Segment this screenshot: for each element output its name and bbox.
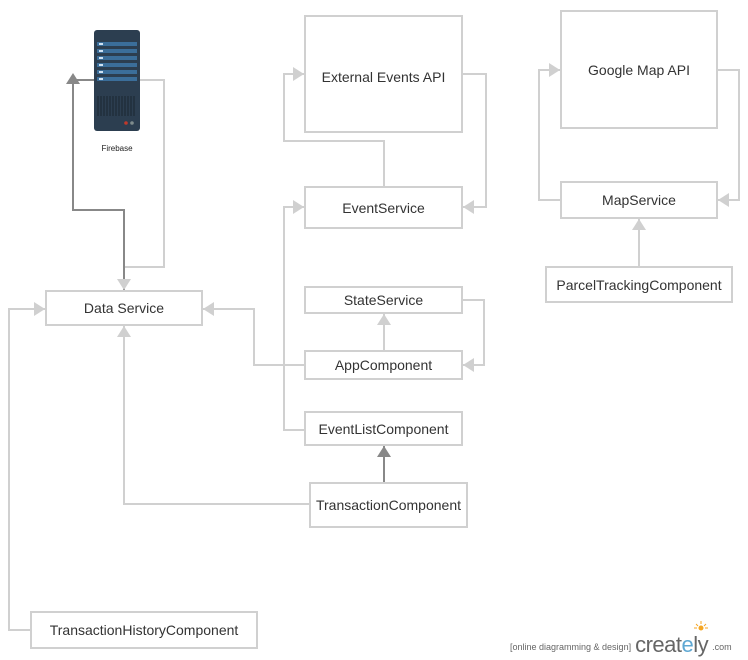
arrow-into-dataservice-right <box>203 302 214 316</box>
connector-stateservice-to-appcomponent <box>463 299 485 366</box>
node-google-map-api[interactable]: Google Map API <box>560 10 718 129</box>
connector-appcomponent-to-dataservice <box>203 308 304 366</box>
node-map-service[interactable]: MapService <box>560 181 718 219</box>
connector-external-api-to-eventservice <box>463 73 487 208</box>
node-app-component[interactable]: AppComponent <box>304 350 463 380</box>
brand-logo-link[interactable]: creately <box>635 632 709 658</box>
node-transaction-component[interactable]: TransactionComponent <box>309 482 468 528</box>
connectors <box>8 69 740 631</box>
arrow-into-eventservice-right <box>463 200 474 214</box>
arrowheads <box>34 63 729 372</box>
brand-domain: .com <box>712 642 732 652</box>
brand-tagline: [online diagramming & design] <box>510 642 632 652</box>
connector-eventservice-to-external-api <box>283 73 385 186</box>
connector-transaction-to-dataservice <box>123 326 309 505</box>
arrow-into-external-api <box>293 67 304 81</box>
node-external-events-api[interactable]: External Events API <box>304 15 463 133</box>
node-event-list-component[interactable]: EventListComponent <box>304 411 463 446</box>
arrow-into-dataservice-left <box>34 302 45 316</box>
connector-eventlist-to-eventservice <box>283 206 304 431</box>
database-server-icon <box>94 30 140 131</box>
arrow-into-appcomponent <box>463 358 474 372</box>
node-data-service[interactable]: Data Service <box>45 290 203 326</box>
brand-highlight: e <box>681 632 694 657</box>
arrow-into-mapservice-right <box>718 193 729 207</box>
connector-mapservice-to-googlemap <box>538 69 560 201</box>
connector-history-to-dataservice <box>8 308 45 631</box>
arrow-into-stateservice <box>377 314 391 325</box>
node-parcel-tracking-component[interactable]: ParcelTrackingComponent <box>545 266 733 303</box>
arrow-into-eventservice-left <box>293 200 304 214</box>
dark-arrowheads <box>66 73 391 457</box>
arrow-into-mapservice-bottom <box>632 219 646 230</box>
connector-dataservice-to-server <box>72 79 125 290</box>
node-event-service[interactable]: EventService <box>304 186 463 229</box>
brand-sun-icon <box>694 621 708 631</box>
arrow-into-eventlist <box>377 446 391 457</box>
node-transaction-history-component[interactable]: TransactionHistoryComponent <box>30 611 258 649</box>
arrow-into-dataservice-top <box>117 279 131 290</box>
connector-googlemap-to-mapservice <box>718 69 740 201</box>
brand-prefix: creat <box>635 632 682 657</box>
server-label: Firebase <box>101 144 133 153</box>
node-state-service[interactable]: StateService <box>304 286 463 314</box>
brand-suffix: ly <box>693 632 709 657</box>
arrow-into-dataservice-bottom <box>117 326 131 337</box>
brand-footer: [online diagramming & design] creately .… <box>510 630 732 658</box>
arrow-into-googlemap <box>549 63 560 77</box>
arrow-into-server <box>66 73 80 84</box>
